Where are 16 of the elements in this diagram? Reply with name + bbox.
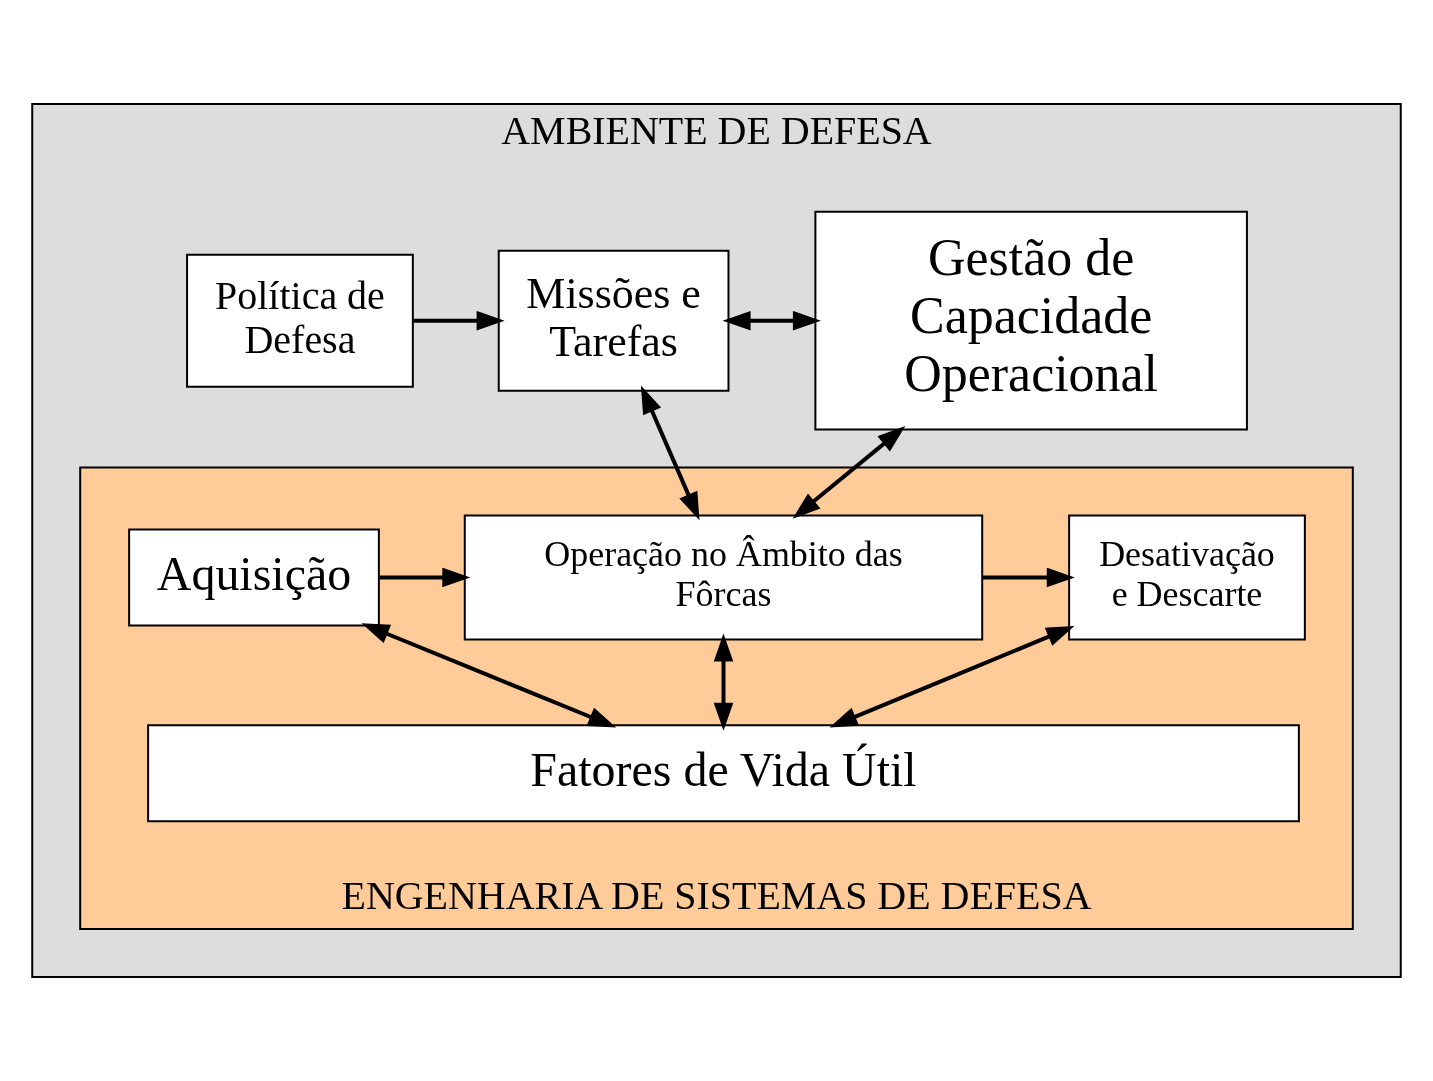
arrow [829, 626, 1075, 728]
node-box: Desativação e Descarte [1068, 514, 1306, 641]
arrow [640, 385, 700, 521]
arrow [413, 310, 505, 331]
node-box: Operação no Âmbito das Fôrcas [463, 514, 984, 641]
node-box: Missões e Tarefas [497, 249, 730, 392]
node-box: Fatores de Vida Útil [147, 724, 1300, 823]
arrow [722, 310, 821, 331]
node-box: Gestão de Capacidade Operacional [814, 210, 1248, 431]
arrow [713, 633, 734, 731]
node-box: Aquisição [128, 528, 380, 627]
node-box: Política de Defesa [186, 253, 414, 388]
arrow [379, 567, 471, 588]
arrow [982, 567, 1075, 588]
arrow [361, 623, 617, 728]
arrow [792, 426, 906, 519]
